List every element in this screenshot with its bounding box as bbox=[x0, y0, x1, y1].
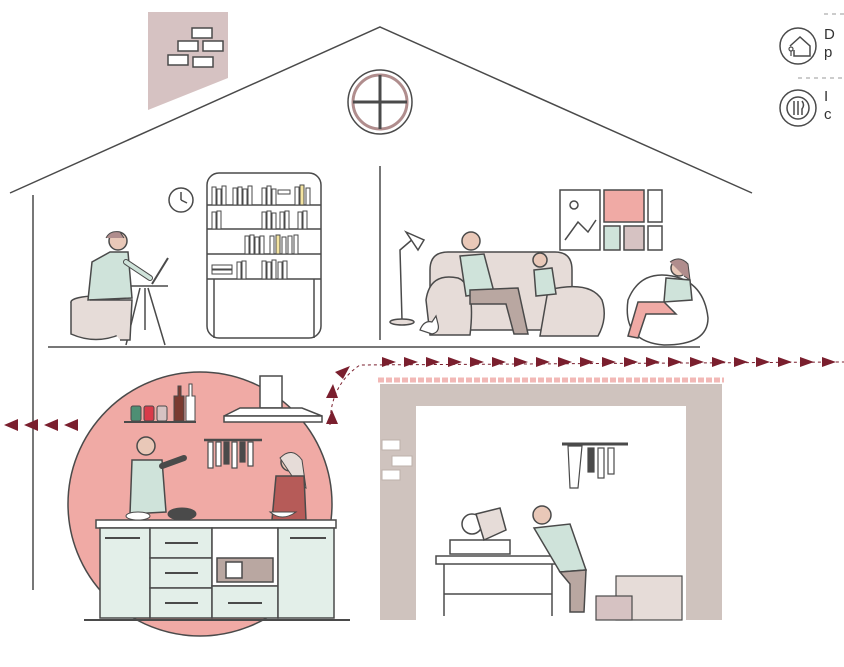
arrow-right-marker bbox=[536, 357, 550, 367]
miter-saw bbox=[449, 507, 511, 555]
roof bbox=[9, 26, 753, 194]
storage-boxes bbox=[595, 575, 683, 621]
arrow-right-marker bbox=[734, 357, 748, 367]
workshop bbox=[378, 377, 724, 621]
person-working-laptop bbox=[87, 231, 153, 341]
arrow-right-marker bbox=[668, 357, 682, 367]
arrow-up-marker bbox=[326, 384, 338, 398]
arrow-markers-left bbox=[4, 419, 78, 431]
arrow-right-marker bbox=[404, 357, 418, 367]
person-on-sofa bbox=[459, 231, 529, 335]
arrow-right-marker bbox=[335, 366, 350, 379]
counter-food bbox=[125, 507, 298, 521]
arrow-right-marker bbox=[602, 357, 616, 367]
dining-plate-icon bbox=[779, 89, 817, 127]
flow-connector bbox=[4, 357, 844, 431]
floor-lamp bbox=[389, 230, 426, 326]
round-window bbox=[347, 69, 413, 135]
arrow-right-marker bbox=[778, 357, 792, 367]
arrow-right-marker bbox=[800, 357, 814, 367]
legend-label-smart-home: D p bbox=[824, 26, 835, 61]
arrow-left-marker bbox=[4, 419, 18, 431]
tool-rack bbox=[562, 442, 628, 489]
smart-home-icon bbox=[779, 27, 817, 65]
arrow-right-marker bbox=[646, 357, 660, 367]
arrow-markers-right bbox=[326, 357, 836, 424]
arrow-right-marker bbox=[624, 357, 638, 367]
arrow-right-marker bbox=[514, 357, 528, 367]
arrow-right-marker bbox=[448, 357, 462, 367]
wall-bricks bbox=[381, 439, 413, 481]
workbench bbox=[435, 555, 561, 616]
child-on-sofa bbox=[532, 252, 557, 297]
arrow-right-marker bbox=[426, 357, 440, 367]
clock-icon bbox=[168, 187, 194, 213]
desk-with-laptop bbox=[125, 257, 169, 346]
person-cooking-man bbox=[129, 436, 187, 515]
arrow-right-marker bbox=[756, 357, 770, 367]
bookshelf bbox=[206, 172, 322, 339]
legend-item-dining: I c bbox=[778, 88, 832, 128]
arrow-right-marker bbox=[382, 357, 396, 367]
person-woodworking bbox=[532, 505, 588, 613]
arrow-left-marker bbox=[24, 419, 38, 431]
living-room bbox=[389, 189, 709, 346]
arrow-right-marker bbox=[822, 357, 836, 367]
arrow-right-marker bbox=[690, 357, 704, 367]
legend-label-dining: I c bbox=[824, 88, 832, 123]
arrow-up-marker bbox=[326, 410, 338, 424]
kitchen bbox=[67, 371, 350, 637]
range-hood bbox=[223, 375, 323, 423]
arrow-right-marker bbox=[558, 357, 572, 367]
arrow-left-marker bbox=[64, 419, 78, 431]
arrow-right-marker bbox=[580, 357, 594, 367]
chimney-bricks bbox=[167, 27, 224, 68]
arrow-right-marker bbox=[470, 357, 484, 367]
cat bbox=[419, 314, 439, 335]
person-cooking-woman bbox=[271, 452, 307, 521]
spice-shelf bbox=[124, 383, 196, 423]
home-office bbox=[70, 172, 322, 346]
chimney bbox=[148, 12, 228, 110]
picture-gallery bbox=[559, 189, 663, 251]
arrow-right-marker bbox=[492, 357, 506, 367]
utensil-rack bbox=[204, 438, 262, 469]
legend-item-smart-home: D p bbox=[778, 26, 835, 66]
arrow-right-marker bbox=[712, 357, 726, 367]
arrow-left-marker bbox=[44, 419, 58, 431]
kitchen-counter bbox=[84, 519, 350, 621]
person-on-beanbag bbox=[626, 258, 709, 346]
